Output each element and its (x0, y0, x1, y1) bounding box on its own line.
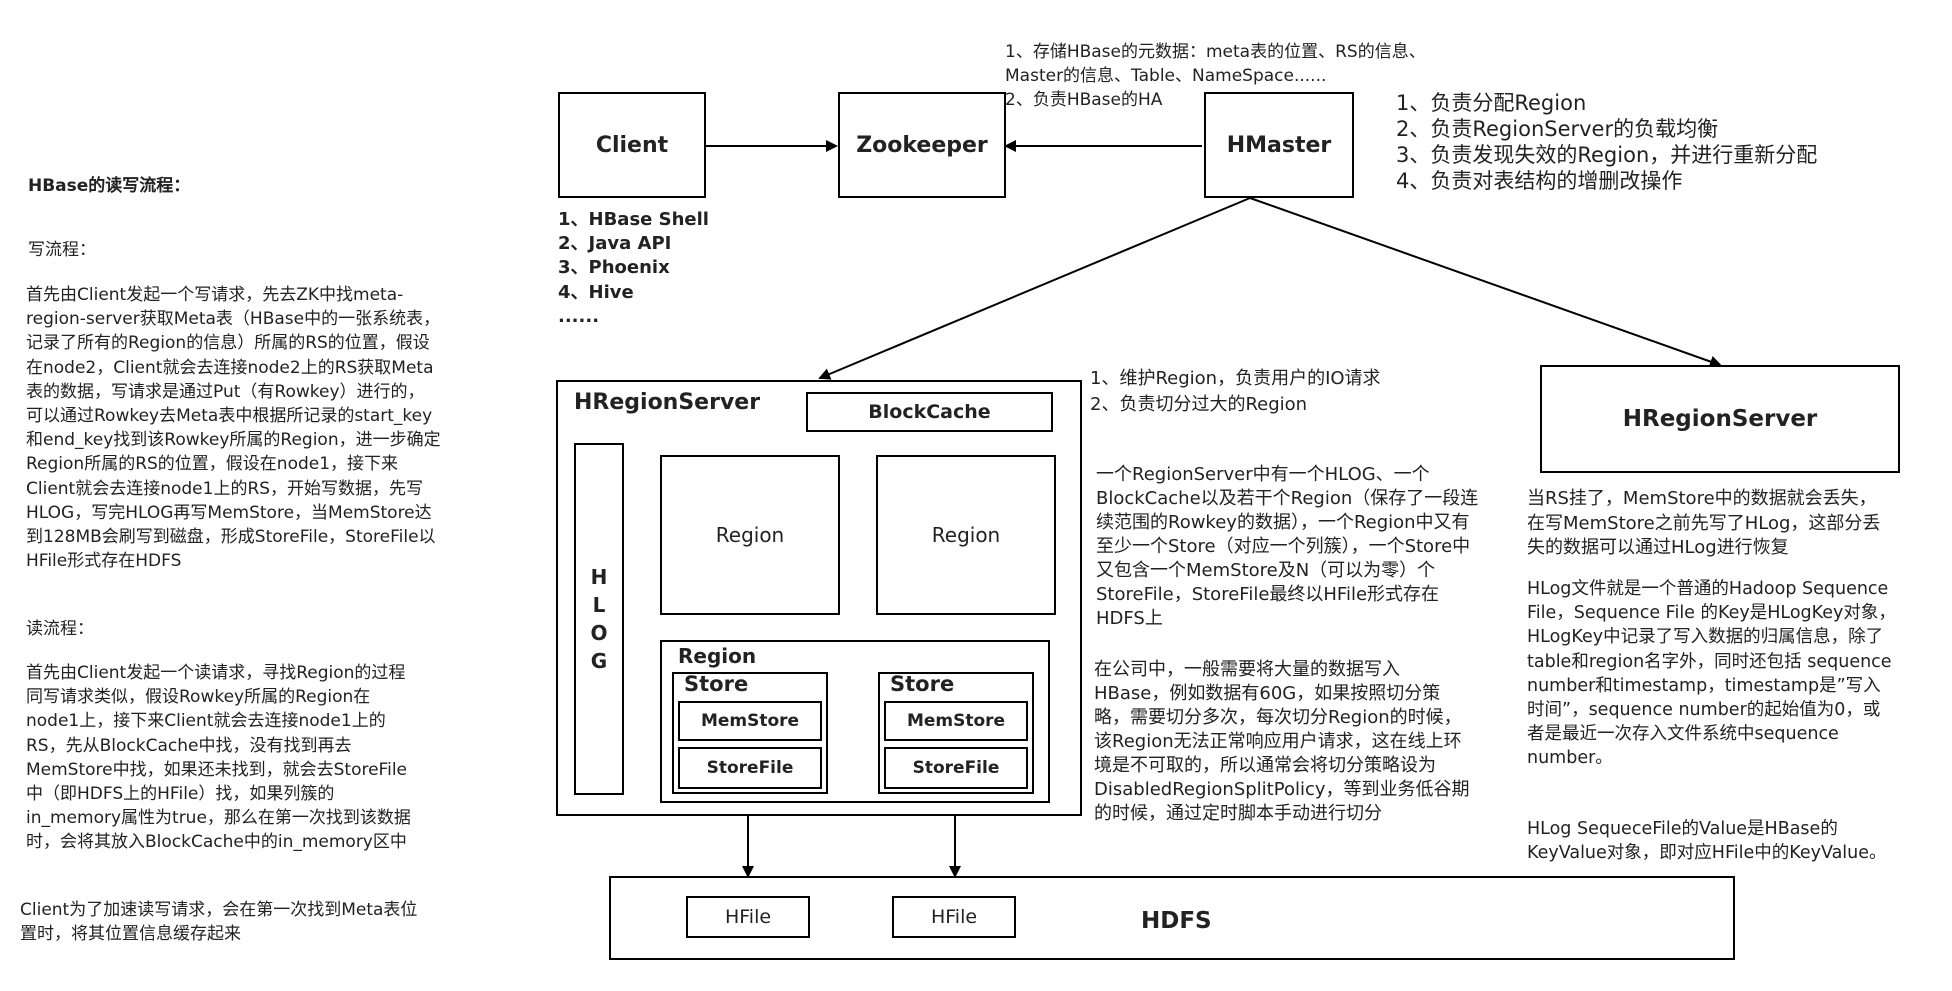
storefile-box-1: StoreFile (678, 747, 822, 789)
hfile-label-1: HFile (724, 906, 772, 928)
storefile-label-1: StoreFile (706, 758, 794, 778)
hdfs-label: HDFS (1141, 908, 1212, 934)
memstore-label-1: MemStore (700, 711, 800, 731)
hlog-value-note: HLog SequeceFile的Value是HBase的 KeyValue对象… (1527, 819, 1887, 864)
hfile-box-2: HFile (892, 896, 1016, 938)
client-node: Client (558, 92, 706, 198)
zookeeper-node: Zookeeper (838, 92, 1006, 198)
region-box-2: Region (876, 455, 1056, 615)
hlog-file-note: HLog文件就是一个普通的Hadoop Sequence File，Sequen… (1527, 579, 1896, 769)
region-box-1: Region (660, 455, 840, 615)
read-write-flow-title: HBase的读写流程： (28, 176, 191, 196)
storefile-label-2: StoreFile (912, 758, 1000, 778)
regionserver-desc: 一个RegionServer中有一个HLOG、一个 BlockCache以及若干… (1096, 464, 1479, 629)
hmaster-node: HMaster (1204, 92, 1354, 198)
memstore-box-2: MemStore (884, 701, 1028, 741)
memstore-box-1: MemStore (678, 701, 822, 741)
hregionserver-right-label: HRegionServer (1622, 406, 1818, 432)
hfile-box-1: HFile (686, 896, 810, 938)
arrow-hmaster-to-hregionserver-right (1249, 197, 1722, 368)
hmaster-label: HMaster (1226, 132, 1332, 158)
hlog-label: H L O G (590, 565, 608, 673)
zookeeper-label: Zookeeper (856, 132, 988, 158)
read-flow-heading: 读流程： (26, 619, 94, 639)
client-cache-text: Client为了加速读写请求，会在第一次找到Meta表位 置时，将其位置信息缓存… (20, 900, 418, 944)
hregionserver-main-label: HRegionServer (574, 390, 761, 415)
arrow-hmaster-to-hregionserver (818, 197, 1251, 380)
split-policy-note: 在公司中，一般需要将大量的数据写入 HBase，例如数据有60G，如果按照切分策… (1094, 659, 1470, 824)
read-flow-text: 首先由Client发起一个读请求，寻找Region的过程 同写请求类似，假设Ro… (26, 663, 411, 853)
blockcache-label: BlockCache (868, 401, 991, 423)
hfile-label-2: HFile (930, 906, 978, 928)
store-label-1: Store (684, 672, 749, 696)
rs-down-note: 当RS挂了，MemStore中的数据就会丢失， 在写MemStore之前先写了H… (1527, 488, 1881, 558)
hlog-box: H L O G (574, 443, 624, 795)
memstore-label-2: MemStore (906, 711, 1006, 731)
zookeeper-note: 1、存储HBase的元数据：meta表的位置、RS的信息、 Master的信息、… (1005, 42, 1426, 110)
write-flow-heading: 写流程： (28, 240, 96, 260)
client-label: Client (595, 132, 669, 158)
region-label-3: Region (678, 644, 757, 668)
region-label-1: Region (715, 523, 785, 547)
hmaster-note: 1、负责分配Region 2、负责RegionServer的负载均衡 3、负责发… (1396, 91, 1818, 193)
storefile-box-2: StoreFile (884, 747, 1028, 789)
write-flow-text: 首先由Client发起一个写请求，先去ZK中找meta- region-serv… (26, 285, 441, 572)
store-label-2: Store (890, 672, 955, 696)
regionserver-note: 1、维护Region，负责用户的IO请求 2、负责切分过大的Region (1090, 368, 1381, 415)
blockcache-box: BlockCache (806, 392, 1053, 432)
client-list: 1、HBase Shell 2、Java API 3、Phoenix 4、Hiv… (558, 209, 709, 327)
hregionserver-right: HRegionServer (1540, 365, 1900, 473)
region-label-2: Region (931, 523, 1001, 547)
